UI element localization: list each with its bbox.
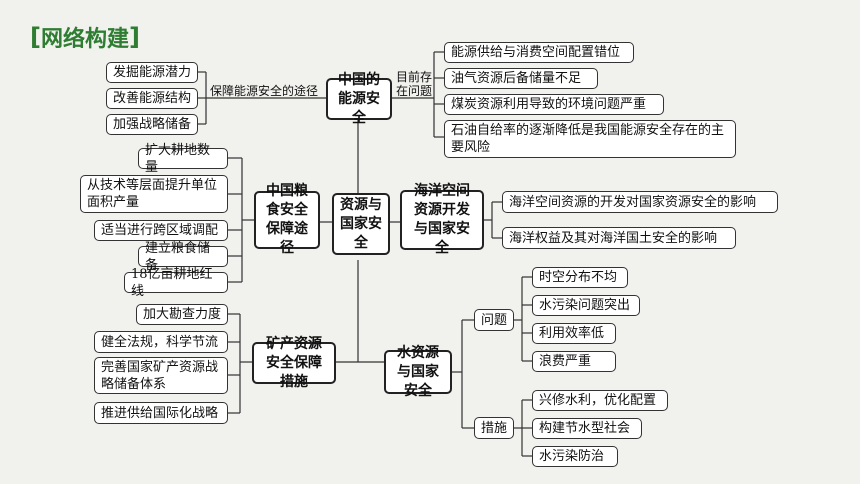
ocean-item: 海洋空间资源的开发对国家资源安全的影响 bbox=[502, 191, 778, 213]
mineral-item: 推进供给国际化战略 bbox=[94, 402, 228, 424]
food-item: 适当进行跨区域调配 bbox=[94, 220, 228, 241]
bracket-left: [ bbox=[30, 23, 41, 51]
page-title: 网络构建 bbox=[40, 27, 129, 52]
water-measure-label: 措施 bbox=[474, 417, 514, 439]
energy-problem-label: 目前存在问题 bbox=[396, 70, 433, 98]
ocean-node: 海洋空间资源开发与国家安全 bbox=[400, 183, 484, 256]
water-measure-item: 水污染防治 bbox=[532, 446, 618, 467]
water-problem-label: 问题 bbox=[474, 309, 514, 331]
energy-problem-item: 油气资源后备储量不足 bbox=[444, 68, 598, 89]
section-header: [ 网络构建 ] bbox=[30, 20, 140, 54]
food-item: 18亿亩耕地红线 bbox=[124, 267, 228, 299]
energy-problem-item: 能源供给与消费空间配置错位 bbox=[444, 42, 634, 63]
water-problem-item: 浪费严重 bbox=[532, 351, 616, 372]
water-measure-item: 兴修水利，优化配置 bbox=[532, 390, 668, 411]
energy-path-item: 加强战略储备 bbox=[106, 114, 198, 135]
water-problem-item: 水污染问题突出 bbox=[532, 295, 640, 316]
food-item: 从技术等层面提升单位面积产量 bbox=[80, 175, 228, 213]
water-problem-item: 时空分布不均 bbox=[532, 267, 628, 288]
food-item: 建立粮食储备 bbox=[138, 241, 228, 273]
water-node: 水资源与国家安全 bbox=[384, 345, 452, 399]
center-node: 资源与国家安全 bbox=[332, 193, 390, 255]
energy-path-label: 保障能源安全的途径 bbox=[210, 84, 319, 98]
energy-problem-item: 石油自给率的逐渐降低是我国能源安全存在的主要风险 bbox=[444, 120, 736, 158]
bracket-right: ] bbox=[128, 23, 140, 51]
energy-path-item: 改善能源结构 bbox=[106, 88, 198, 109]
food-node: 中国粮食安全保障途径 bbox=[254, 183, 320, 256]
energy-path-item: 发掘能源潜力 bbox=[106, 62, 198, 83]
mineral-item: 加大勘查力度 bbox=[136, 304, 228, 325]
ocean-item: 海洋权益及其对海洋国土安全的影响 bbox=[502, 227, 736, 249]
mineral-item: 完善国家矿产资源战略储备体系 bbox=[94, 357, 228, 394]
energy-node: 中国的能源安全 bbox=[326, 72, 392, 126]
mineral-node: 矿产资源安全保障措施 bbox=[252, 336, 336, 390]
water-measure-item: 构建节水型社会 bbox=[532, 418, 642, 439]
food-item: 扩大耕地数量 bbox=[138, 143, 228, 175]
water-problem-item: 利用效率低 bbox=[532, 323, 616, 344]
mineral-item: 健全法规，科学节流 bbox=[94, 331, 228, 353]
energy-problem-item: 煤炭资源利用导致的环境问题严重 bbox=[444, 94, 664, 115]
